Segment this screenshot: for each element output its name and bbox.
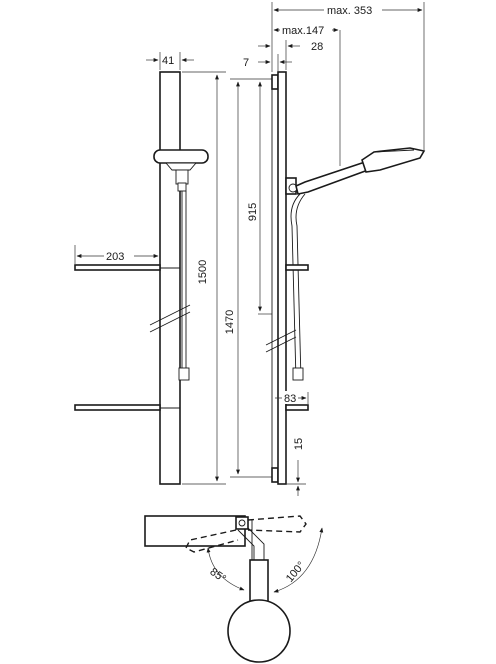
side-shelf-upper	[285, 264, 309, 271]
dim-max-147: max.147	[273, 22, 341, 166]
dim-203: 203	[74, 245, 159, 264]
top-shower-head	[227, 599, 291, 663]
side-rail	[277, 71, 287, 485]
side-hose	[290, 193, 301, 381]
dim-28-label: 28	[311, 41, 323, 53]
front-shelf-upper	[74, 264, 161, 271]
dim-1470: 1470	[224, 78, 272, 478]
dim-max-353-label: max. 353	[327, 5, 372, 17]
side-break-mark	[265, 329, 297, 346]
side-bracket-top	[271, 74, 279, 90]
dim-915-label: 915	[247, 203, 259, 221]
side-bracket-bottom	[271, 467, 279, 483]
front-view	[74, 71, 209, 485]
side-hand-shower-handle	[295, 160, 370, 195]
dim-1500-label: 1500	[197, 260, 209, 284]
dim-1470-label: 1470	[224, 310, 236, 334]
side-hand-shower-head	[361, 147, 426, 173]
top-view: 85° 100°	[144, 515, 324, 663]
dim-83: 83	[275, 391, 309, 405]
front-break-mark	[149, 304, 191, 326]
dim-28: 28	[258, 40, 323, 70]
front-shower-head	[153, 149, 209, 164]
dim-915: 915	[247, 81, 272, 315]
top-shelf	[144, 515, 246, 547]
dim-7: 7	[243, 54, 292, 72]
side-view	[265, 71, 426, 485]
dim-max-147-label: max.147	[282, 25, 324, 37]
dim-41: 41	[146, 52, 194, 70]
top-arm-rotated	[247, 515, 307, 533]
front-shelf-lower	[74, 404, 161, 411]
dim-max-353: max. 353	[271, 2, 425, 150]
dim-7-label: 7	[243, 57, 249, 69]
dim-15: 15	[286, 438, 306, 496]
side-shelf-lower	[285, 404, 309, 411]
dim-1500: 1500	[182, 71, 226, 485]
dim-203-label: 203	[106, 251, 124, 263]
front-head-neck	[165, 162, 197, 171]
angle-85-label: 85°	[207, 566, 228, 585]
front-break-mark-2	[149, 311, 191, 333]
angle-100-arc	[273, 527, 324, 593]
front-slider	[175, 169, 189, 185]
dim-15-label: 15	[293, 438, 305, 450]
dim-41-label: 41	[162, 55, 174, 67]
front-rail	[159, 71, 181, 485]
angle-85-arc	[206, 547, 245, 591]
dim-83-label: 83	[284, 393, 296, 405]
